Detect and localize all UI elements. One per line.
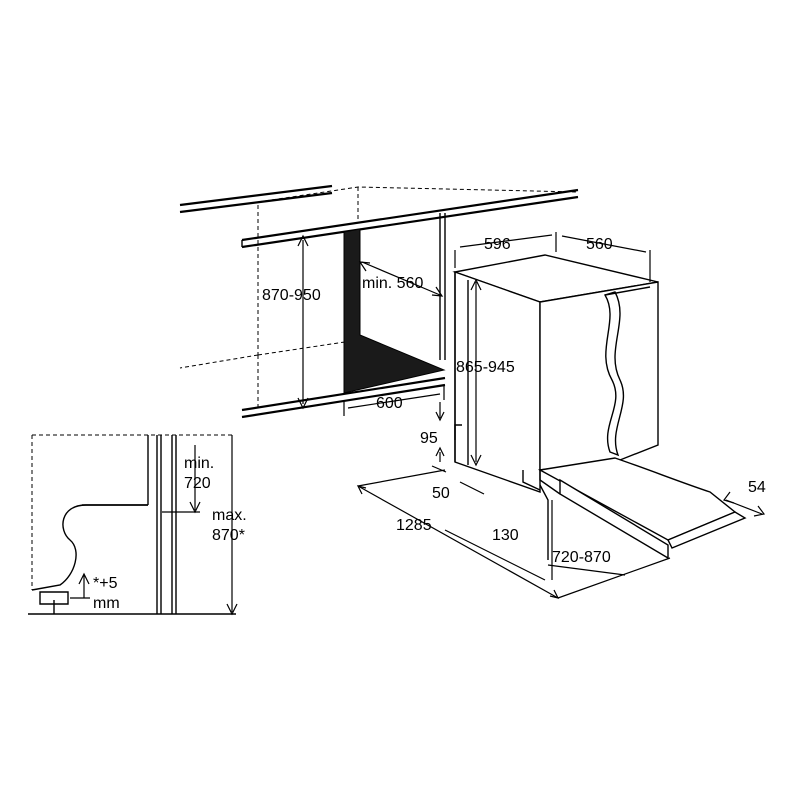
side-min-dimension: min. 720: [162, 445, 214, 514]
niche-height-dimension: 870-950: [262, 234, 321, 410]
niche-back-wall: [343, 228, 446, 394]
niche-height-label: 870-950: [262, 287, 321, 304]
side-max-dimension: max. 870*: [212, 435, 247, 616]
plinth-gap-label: 50: [432, 485, 450, 502]
plinth: [454, 424, 549, 560]
side-min-value: 720: [184, 475, 211, 492]
door-panel: [603, 286, 651, 457]
appliance-width-label: 596: [484, 236, 511, 253]
appliance-width-dimension: 596: [454, 232, 557, 268]
side-adjust-label: 54: [748, 479, 766, 496]
appliance-height-label: 865-945: [456, 359, 515, 376]
door-height-label: 720-870: [552, 549, 611, 566]
plinth-height-label: 95: [420, 430, 438, 447]
total-depth-label: 1285: [396, 517, 432, 534]
min-depth-dimension: min. 560: [358, 261, 444, 297]
open-door: [537, 457, 747, 560]
plinth-depth-label: 130: [492, 527, 519, 544]
niche-width-dimension: 600: [343, 385, 445, 416]
plinth-height-dimension: 95: [420, 402, 445, 462]
total-depth-dimension: 1285: [356, 469, 671, 599]
niche-width-label: 600: [376, 395, 403, 412]
min-depth-label: min. 560: [362, 275, 423, 292]
door-height-dimension: 720-870: [547, 500, 626, 580]
appliance-depth-dimension: 560: [561, 235, 651, 282]
foot-unit-label: mm: [93, 595, 120, 612]
plinth-gap-dimension: 50: [431, 465, 485, 502]
foot-adjust-label: *+5: [93, 575, 118, 592]
side-section-detail: [28, 434, 236, 615]
foot-adjust-dimension: *+5 mm: [70, 572, 120, 612]
appliance-depth-label: 560: [586, 236, 613, 253]
side-max-label: max.: [212, 507, 247, 524]
worktop: [179, 184, 579, 369]
appliance-height-dimension: 865-945: [456, 278, 515, 467]
side-max-value: 870*: [212, 527, 245, 544]
side-min-label: min.: [184, 455, 214, 472]
plinth-depth-dimension: 130: [444, 527, 546, 581]
side-adjust-dimension: 54: [723, 479, 766, 517]
